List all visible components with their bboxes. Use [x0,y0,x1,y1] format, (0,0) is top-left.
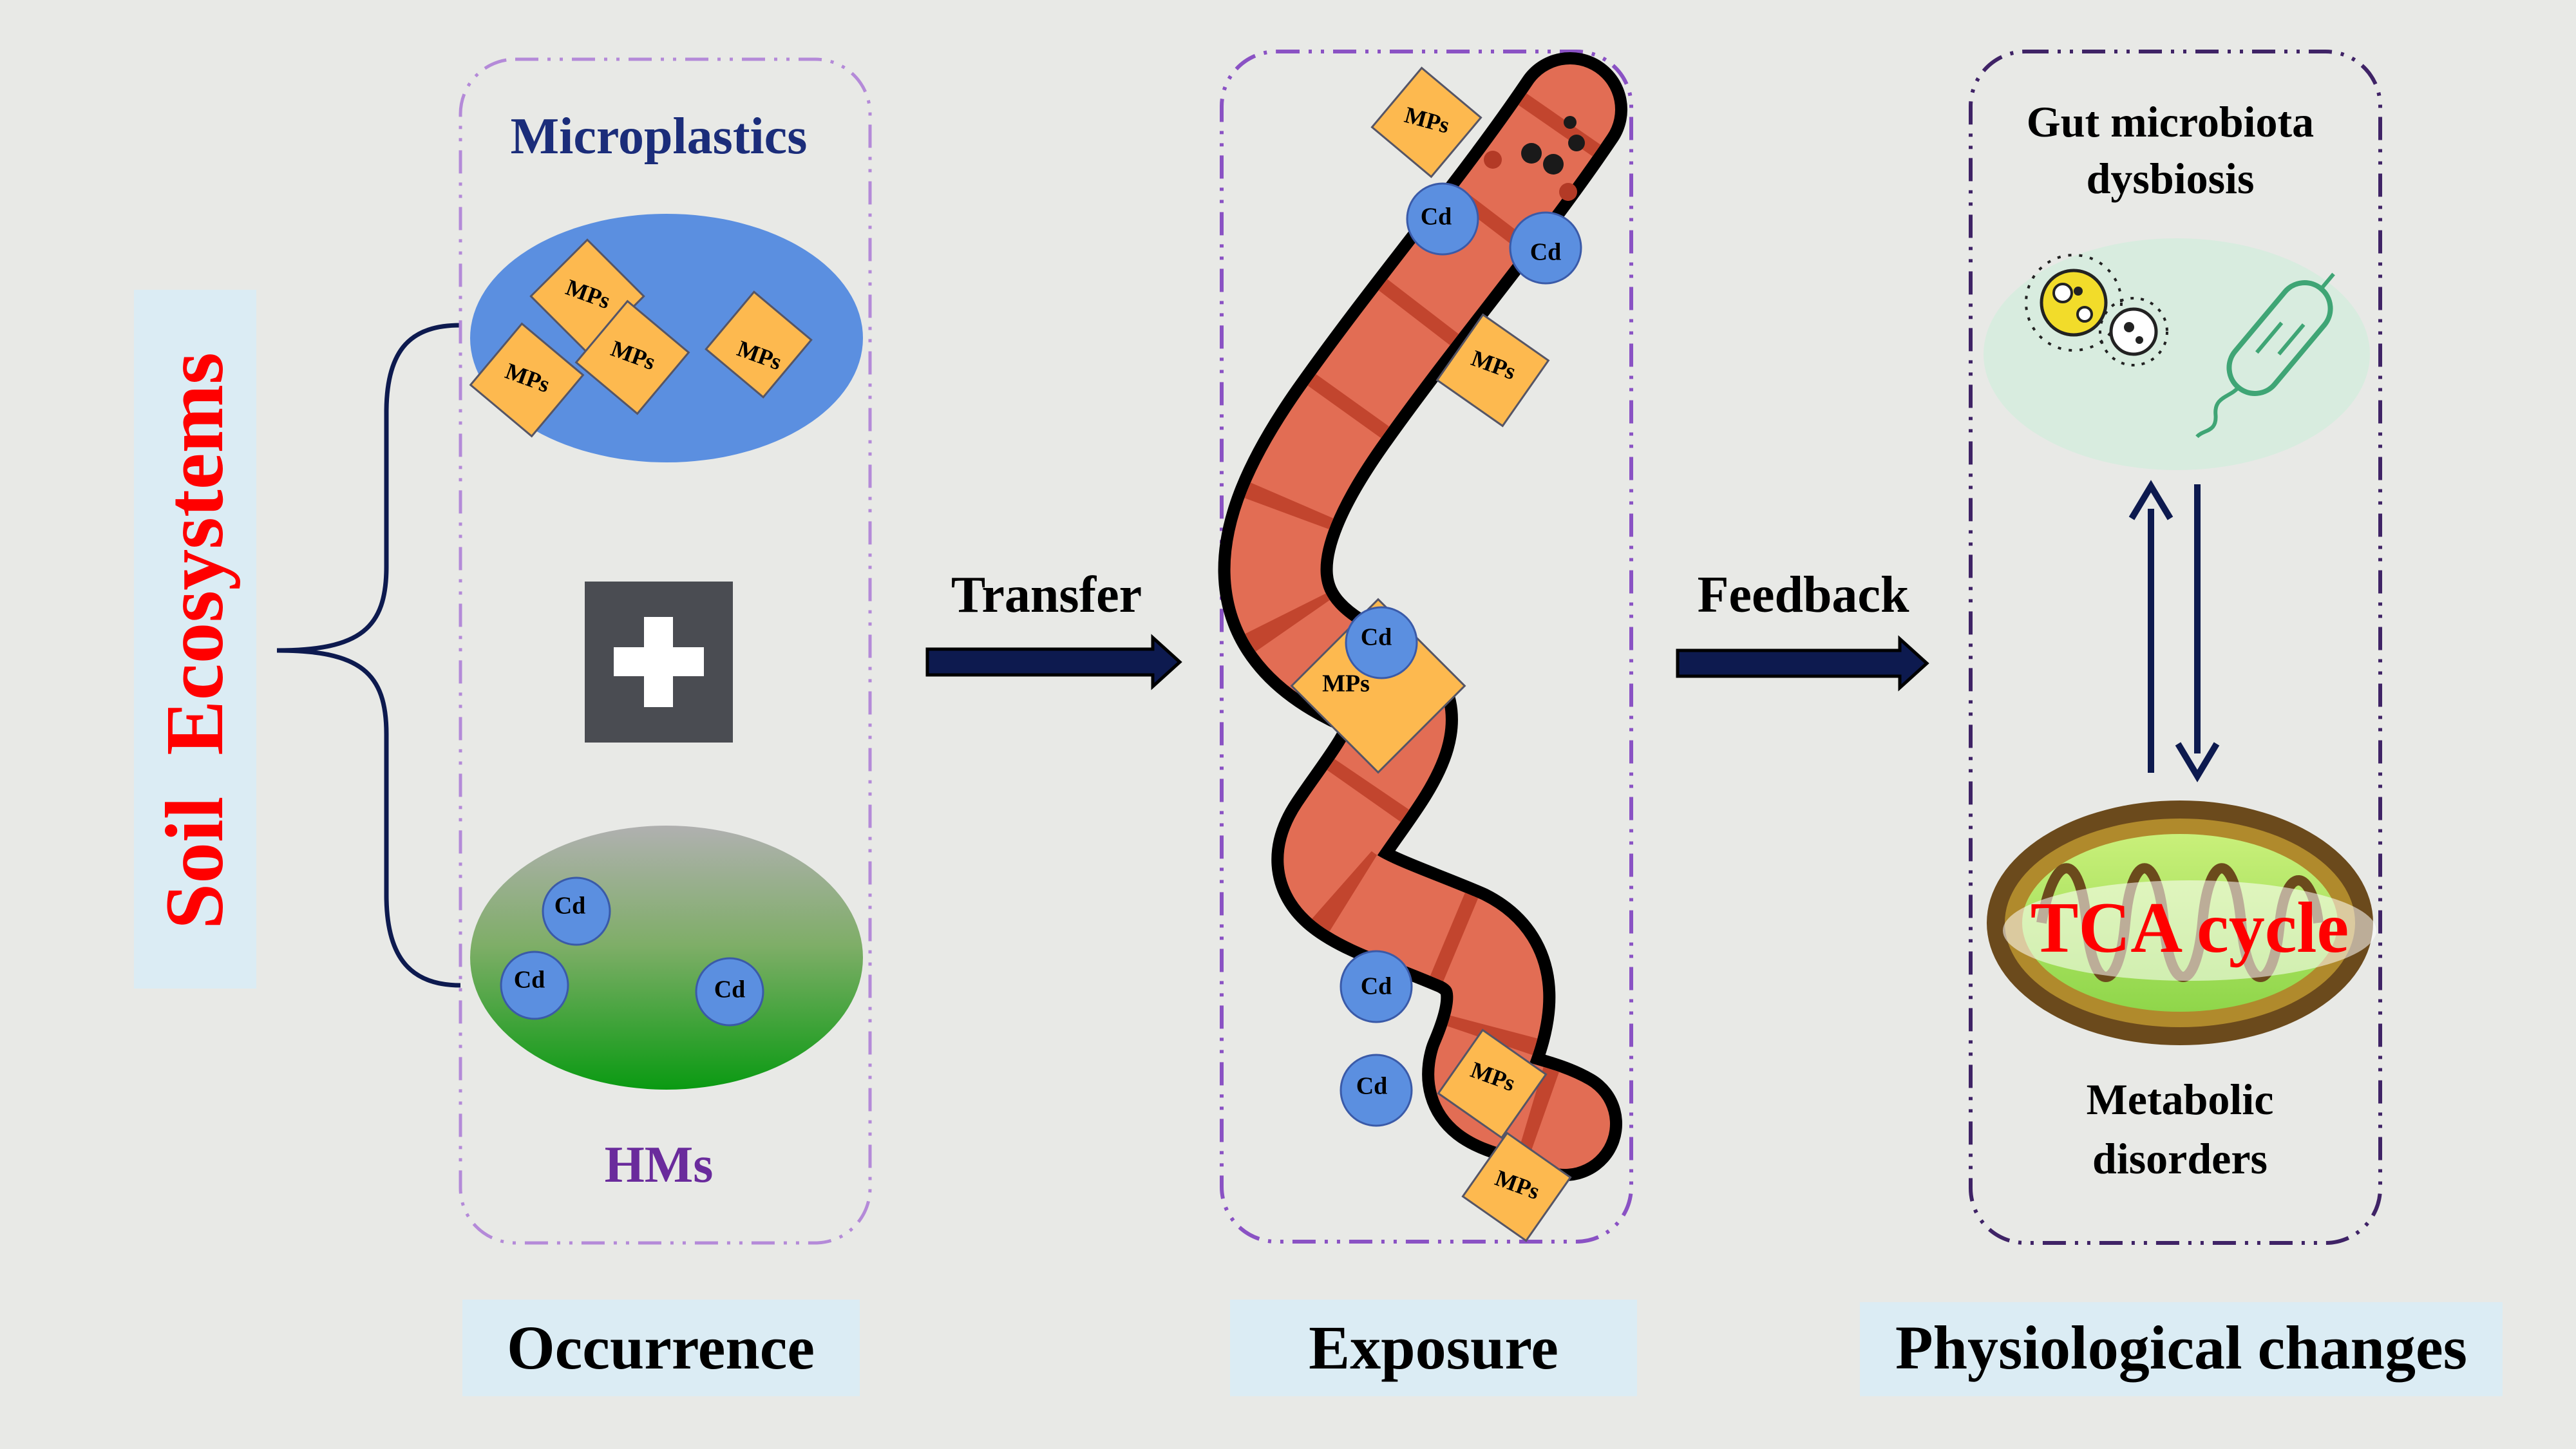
cd-label: Cd [1356,1073,1388,1100]
tca-cycle-label: TCA cycle [2031,888,2349,968]
cd-label: Cd [1361,973,1392,1000]
exposure-panel [1220,50,1633,1244]
cd-label: Cd [714,976,746,1003]
cd-particle [1345,606,1418,679]
mp-particle [574,299,690,415]
occurrence-panel [459,57,872,1245]
feedback-arrow [1676,635,1929,692]
worm-head-spot [1543,154,1564,175]
mp-particle [1435,313,1550,428]
curly-bracket [276,323,461,988]
worm-head-spot [1484,151,1502,169]
mp-label: MPs [1322,670,1370,697]
soil-ecosystems-label: Soil Ecosystems [149,352,240,929]
microbe-icon [2025,254,2168,366]
worm-head-spot [1559,183,1577,201]
physiology-panel [1969,50,2382,1245]
cd-label: Cd [1421,204,1452,231]
occurrence-footer: Occurrence [507,1313,815,1382]
worm-head-spot [1521,143,1542,164]
mp-particle [705,290,813,399]
mp-particle [1461,1132,1572,1242]
physiology-footer-box [1860,1302,2503,1396]
occurrence-footer-box [462,1300,860,1396]
cd-particle [695,957,764,1027]
plus-icon [614,617,704,707]
cd-label: Cd [554,893,586,920]
down-arrow [2175,484,2220,782]
bacteria-icon [2195,272,2335,439]
mp-particle [1290,598,1466,774]
gut-microbiota-ellipse [1984,238,2370,470]
cd-particle [500,951,569,1020]
mp-particle [1370,66,1482,178]
worm-head-spot [1568,135,1585,151]
gut-title-line2: dysbiosis [2087,154,2255,203]
cd-particle [1406,182,1479,256]
exposure-footer-box [1230,1300,1637,1396]
up-arrow [2128,480,2174,773]
mp-particle [1437,1028,1548,1139]
cd-label: Cd [1361,624,1392,651]
transfer-label: Transfer [951,567,1142,623]
microplastics-label: Microplastics [511,108,808,165]
cd-particle [1509,211,1582,285]
feedback-label: Feedback [1698,567,1909,623]
gut-title-line1: Gut microbiota [2027,97,2314,146]
worm-head-spot [1564,116,1577,129]
hms-label: HMs [605,1137,714,1193]
cd-particle [1340,1054,1413,1127]
cd-particle [1340,950,1413,1023]
transfer-arrow [925,634,1182,690]
cd-label: Cd [514,967,545,994]
metabolic-line1: Metabolic [2087,1075,2274,1124]
mp-particle [469,322,585,438]
cd-label: Cd [1530,239,1562,266]
exposure-footer: Exposure [1309,1313,1558,1382]
metabolic-line2: disorders [2092,1134,2268,1183]
physiology-footer: Physiological changes [1895,1313,2467,1382]
soil-ecosystems-box [134,290,256,989]
mitochondrion-icon [1987,800,2376,1045]
cd-particle [542,876,611,946]
